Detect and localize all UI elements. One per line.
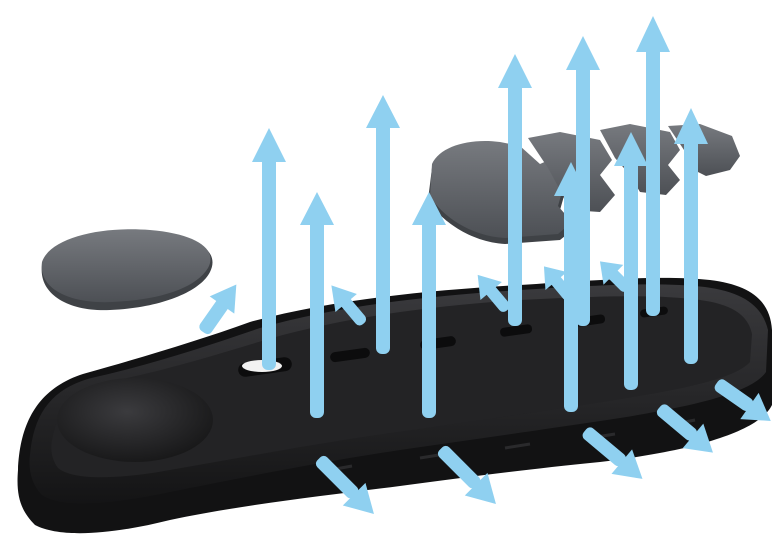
heel-cup [57, 378, 213, 462]
heel-insert [42, 229, 213, 310]
